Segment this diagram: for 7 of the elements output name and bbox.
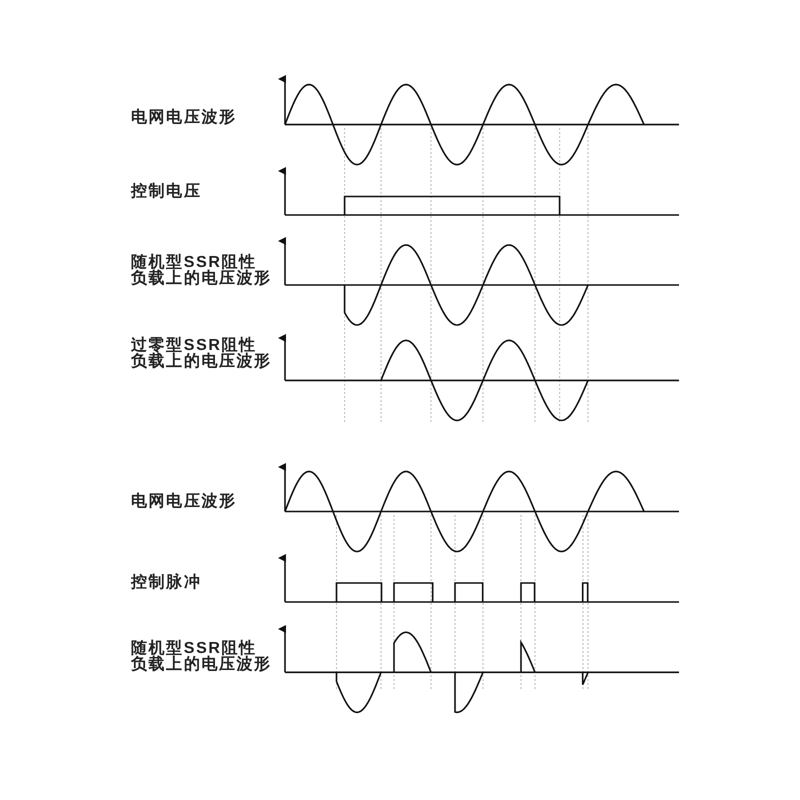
waveform-label: 电网电压波形 — [131, 110, 238, 126]
waveform-label: 过零型SSR阻性负载上的电压波形 — [131, 338, 273, 370]
waveform-label: 控制脉冲 — [131, 575, 202, 591]
waveform-label: 随机型SSR阻性负载上的电压波形 — [131, 641, 273, 673]
waveform-label: 电网电压波形 — [131, 494, 238, 510]
waveform-label: 控制电压 — [131, 184, 202, 200]
waveform-label: 随机型SSR阻性负载上的电压波形 — [131, 255, 273, 287]
